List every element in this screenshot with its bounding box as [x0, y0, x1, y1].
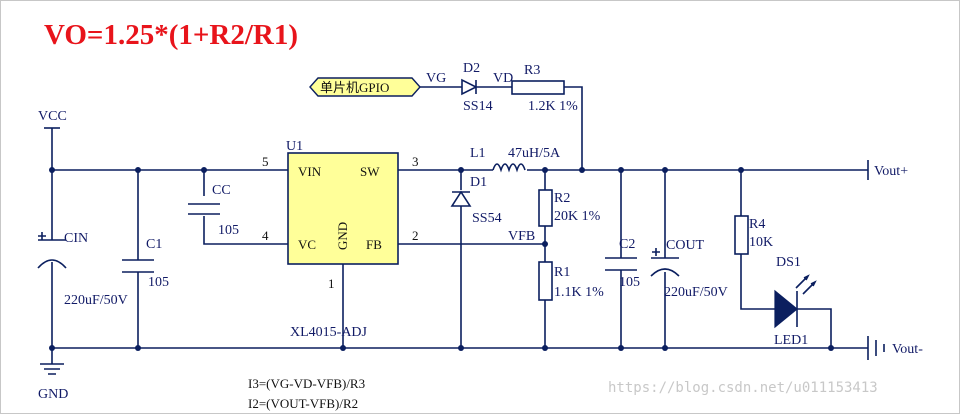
l1-ref: L1 — [470, 146, 486, 161]
junction — [662, 345, 668, 351]
resistor-r1: R1 1.1K 1% — [538, 261, 604, 301]
pin-number-1: 1 — [328, 276, 335, 291]
d2-ref: D2 — [463, 61, 480, 76]
capacitor-c1: C1 105 — [122, 237, 169, 290]
cc-ref: CC — [212, 183, 231, 198]
ic-body — [287, 152, 399, 265]
pin-number-4: 4 — [262, 228, 269, 243]
gnd-label: GND — [38, 387, 68, 402]
resistor-r4: R4 10K — [734, 215, 773, 255]
vcc-label: VCC — [38, 109, 67, 124]
wires — [40, 86, 868, 375]
junction — [579, 167, 585, 173]
cin-value: 220uF/50V — [64, 293, 128, 308]
pin-vin-label: VIN — [298, 164, 322, 179]
watermark-url: https://blog.csdn.net/u011153413 — [608, 380, 878, 396]
vout-minus-label: Vout- — [892, 342, 923, 357]
gpio-net-tag: 单片机GPIO — [309, 77, 421, 97]
junction — [340, 345, 346, 351]
pin-fb-label: FB — [366, 237, 382, 252]
junction — [542, 345, 548, 351]
capacitor-cin: CIN 220uF/50V — [37, 231, 128, 308]
gpio-label: 单片机GPIO — [320, 80, 389, 95]
inductor-l1: L1 47uH/5A — [470, 146, 561, 173]
ic-u1: U1 VIN SW VC FB GND 5 3 4 2 1 XL4015-ADJ — [262, 139, 419, 340]
junction — [135, 167, 141, 173]
junction-dots — [49, 167, 834, 351]
r1-value: 1.1K 1% — [554, 285, 604, 300]
capacitor-cc: CC 105 — [188, 183, 239, 238]
d1-value: SS54 — [472, 211, 502, 226]
pin-vc-label: VC — [298, 237, 316, 252]
junction — [458, 345, 464, 351]
r2-value: 20K 1% — [554, 209, 601, 224]
pin-number-2: 2 — [412, 228, 419, 243]
formula-title: VO=1.25*(1+R2/R1) — [44, 19, 298, 51]
r3-ref: R3 — [524, 63, 540, 78]
resistor-r2: R2 20K 1% — [538, 189, 601, 227]
ic-part-number: XL4015-ADJ — [290, 325, 368, 340]
junction — [662, 167, 668, 173]
led-ds1: DS1 LED1 — [774, 255, 817, 348]
vg-label: VG — [426, 71, 446, 86]
capacitor-cout: COUT 220uF/50V — [650, 238, 728, 300]
r1-ref: R1 — [554, 265, 570, 280]
c1-value: 105 — [148, 275, 169, 290]
ic-ref: U1 — [286, 139, 303, 154]
cc-value: 105 — [218, 223, 239, 238]
d2-value: SS14 — [463, 99, 493, 114]
junction — [618, 167, 624, 173]
junction — [458, 167, 464, 173]
junction — [542, 167, 548, 173]
capacitor-c2: C2 105 — [605, 237, 640, 290]
ds1-ref: DS1 — [776, 255, 801, 270]
c1-ref: C1 — [146, 237, 162, 252]
r4-ref: R4 — [749, 217, 765, 232]
diode-d1: D1 SS54 — [450, 175, 502, 226]
r4-value: 10K — [749, 235, 773, 250]
ds1-value: LED1 — [774, 333, 808, 348]
pin-gnd-label: GND — [335, 222, 350, 250]
junction — [49, 167, 55, 173]
resistor-r3: R3 1.2K 1% — [511, 63, 578, 114]
junction — [135, 345, 141, 351]
l1-value: 47uH/5A — [508, 146, 561, 161]
output-terminals: Vout+ Vout- — [867, 160, 923, 360]
vd-label: VD — [493, 71, 513, 86]
formula-i3: I3=(VG-VD-VFB)/R3 — [248, 376, 365, 391]
cout-value: 220uF/50V — [664, 285, 728, 300]
junction — [828, 345, 834, 351]
junction — [618, 345, 624, 351]
r2-ref: R2 — [554, 191, 570, 206]
cin-ref: CIN — [64, 231, 88, 246]
diode-d2: D2 SS14 — [461, 61, 493, 114]
pin-number-5: 5 — [262, 154, 269, 169]
pin-number-3: 3 — [412, 154, 419, 169]
formula-i2: I2=(VOUT-VFB)/R2 — [248, 396, 358, 411]
cout-ref: COUT — [666, 238, 705, 253]
pin-sw-label: SW — [360, 164, 380, 179]
junction — [201, 167, 207, 173]
c2-value: 105 — [619, 275, 640, 290]
r3-value: 1.2K 1% — [528, 99, 578, 114]
junction — [49, 345, 55, 351]
d1-ref: D1 — [470, 175, 487, 190]
junction — [738, 167, 744, 173]
vfb-label: VFB — [508, 229, 535, 244]
junction — [542, 241, 548, 247]
vout-plus-label: Vout+ — [874, 164, 908, 179]
c2-ref: C2 — [619, 237, 635, 252]
